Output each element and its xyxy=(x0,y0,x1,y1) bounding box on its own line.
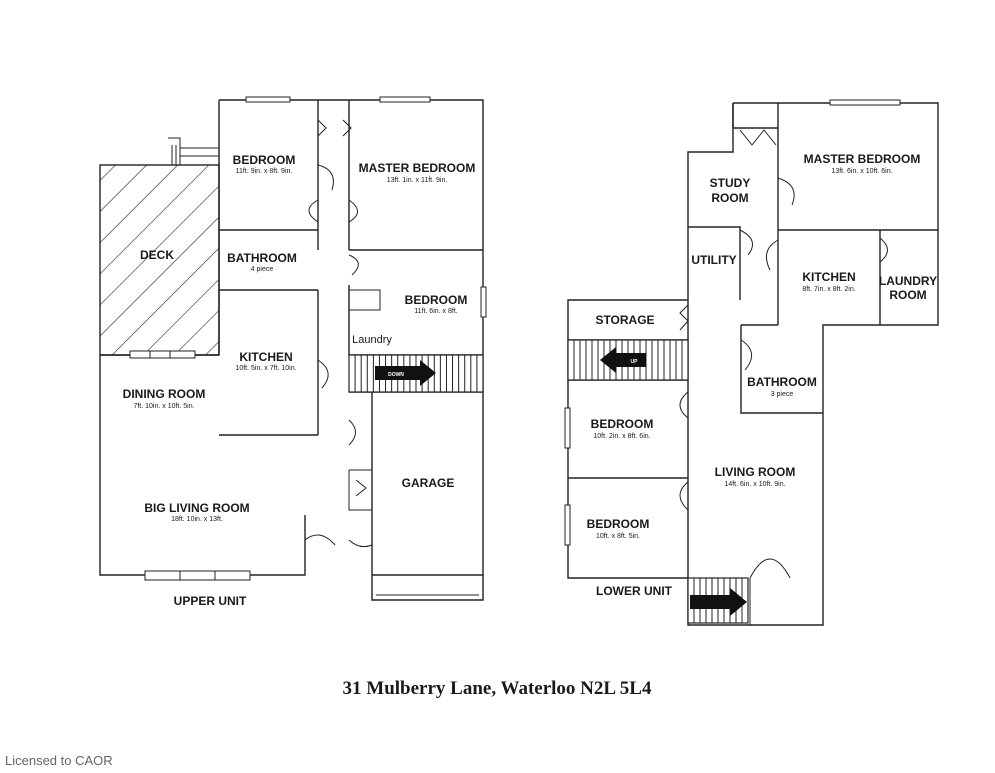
lower-master-dim: 13ft. 6in. x 10ft. 6in. xyxy=(831,168,892,175)
license-text: Licensed to CAOR xyxy=(5,753,113,768)
upper-bedroom-dim: 11ft. 9in. x 8ft. 9in. xyxy=(236,168,293,175)
laundry-room-line2: ROOM xyxy=(889,288,926,302)
garage-walls xyxy=(371,391,484,601)
garage-label: GARAGE xyxy=(402,476,455,490)
upper-unit-plan: DOWN BEDROOM 11ft. 9in. x 8ft. 9in. MAST… xyxy=(99,96,487,608)
big-living-label: BIG LIVING ROOM xyxy=(144,501,249,515)
lower-doors xyxy=(679,129,888,625)
utility-label: UTILITY xyxy=(691,253,736,267)
study-label-line1: STUDY xyxy=(710,176,751,190)
upper-master-dim: 13ft. 1in. x 11ft. 9in. xyxy=(387,177,448,184)
laundry-label: Laundry xyxy=(352,334,392,346)
storage-label: STORAGE xyxy=(595,313,654,327)
upper-bedroom2-dim: 11ft. 6in. x 8ft. xyxy=(414,308,458,315)
lower-living-dim: 14ft. 6in. x 10ft. 9in. xyxy=(724,481,785,488)
upper-master-label: MASTER BEDROOM xyxy=(359,161,476,175)
lower-unit-label: LOWER UNIT xyxy=(596,584,673,598)
lower-windows xyxy=(564,99,901,546)
stair-up-label: UP xyxy=(631,359,639,365)
stair-up: UP xyxy=(567,339,689,381)
upper-bathroom-dim: 4 piece xyxy=(251,266,274,273)
lower-kitchen-dim: 8ft. 7in. x 8ft. 2in. xyxy=(802,286,855,293)
address-title: 31 Mulberry Lane, Waterloo N2L 5L4 xyxy=(343,678,652,699)
upper-kitchen-label: KITCHEN xyxy=(239,350,292,364)
big-living-dim: 18ft. 10in. x 13ft. xyxy=(171,516,223,523)
upper-windows xyxy=(129,96,487,581)
lower-unit-plan: UP MASTER BEDROOM 13ft. 6in. x 10ft. 6in… xyxy=(564,99,939,626)
stair-down-label: DOWN xyxy=(388,372,404,378)
arrow-right-icon xyxy=(690,588,747,616)
dining-dim: 7ft. 10in. x 10ft. 5in. xyxy=(133,403,194,410)
laundry-room-line1: LAUNDRY xyxy=(879,274,937,288)
lower-bathroom-label: BATHROOM xyxy=(747,375,817,389)
dining-label: DINING ROOM xyxy=(123,387,206,401)
upper-kitchen-dim: 10ft. 5in. x 7ft. 10in. xyxy=(235,365,296,372)
stair-down: DOWN xyxy=(348,354,484,393)
arrow-up-icon xyxy=(600,347,646,373)
upper-bedroom2-label: BEDROOM xyxy=(405,293,468,307)
lower-master-label: MASTER BEDROOM xyxy=(804,152,921,166)
deck-railing xyxy=(168,137,219,165)
deck-area xyxy=(99,164,220,356)
lower-bathroom-dim: 3 piece xyxy=(771,391,794,398)
lower-bedroom1-dim: 10ft. 2in. x 8ft. 6in. xyxy=(593,433,650,440)
lower-kitchen-label: KITCHEN xyxy=(802,270,855,284)
study-label-line2: ROOM xyxy=(711,191,748,205)
arrow-down-icon xyxy=(375,360,436,386)
lower-bedroom2-label: BEDROOM xyxy=(587,517,650,531)
lower-living-label: LIVING ROOM xyxy=(715,465,796,479)
upper-unit-label: UPPER UNIT xyxy=(174,594,247,608)
deck-label: DECK xyxy=(140,248,174,262)
upper-bathroom-label: BATHROOM xyxy=(227,251,297,265)
entry-stair xyxy=(687,577,749,624)
upper-bedroom-label: BEDROOM xyxy=(233,153,296,167)
lower-bedroom1-label: BEDROOM xyxy=(591,417,654,431)
lower-bedroom2-dim: 10ft. x 8ft. 5in. xyxy=(596,533,640,540)
